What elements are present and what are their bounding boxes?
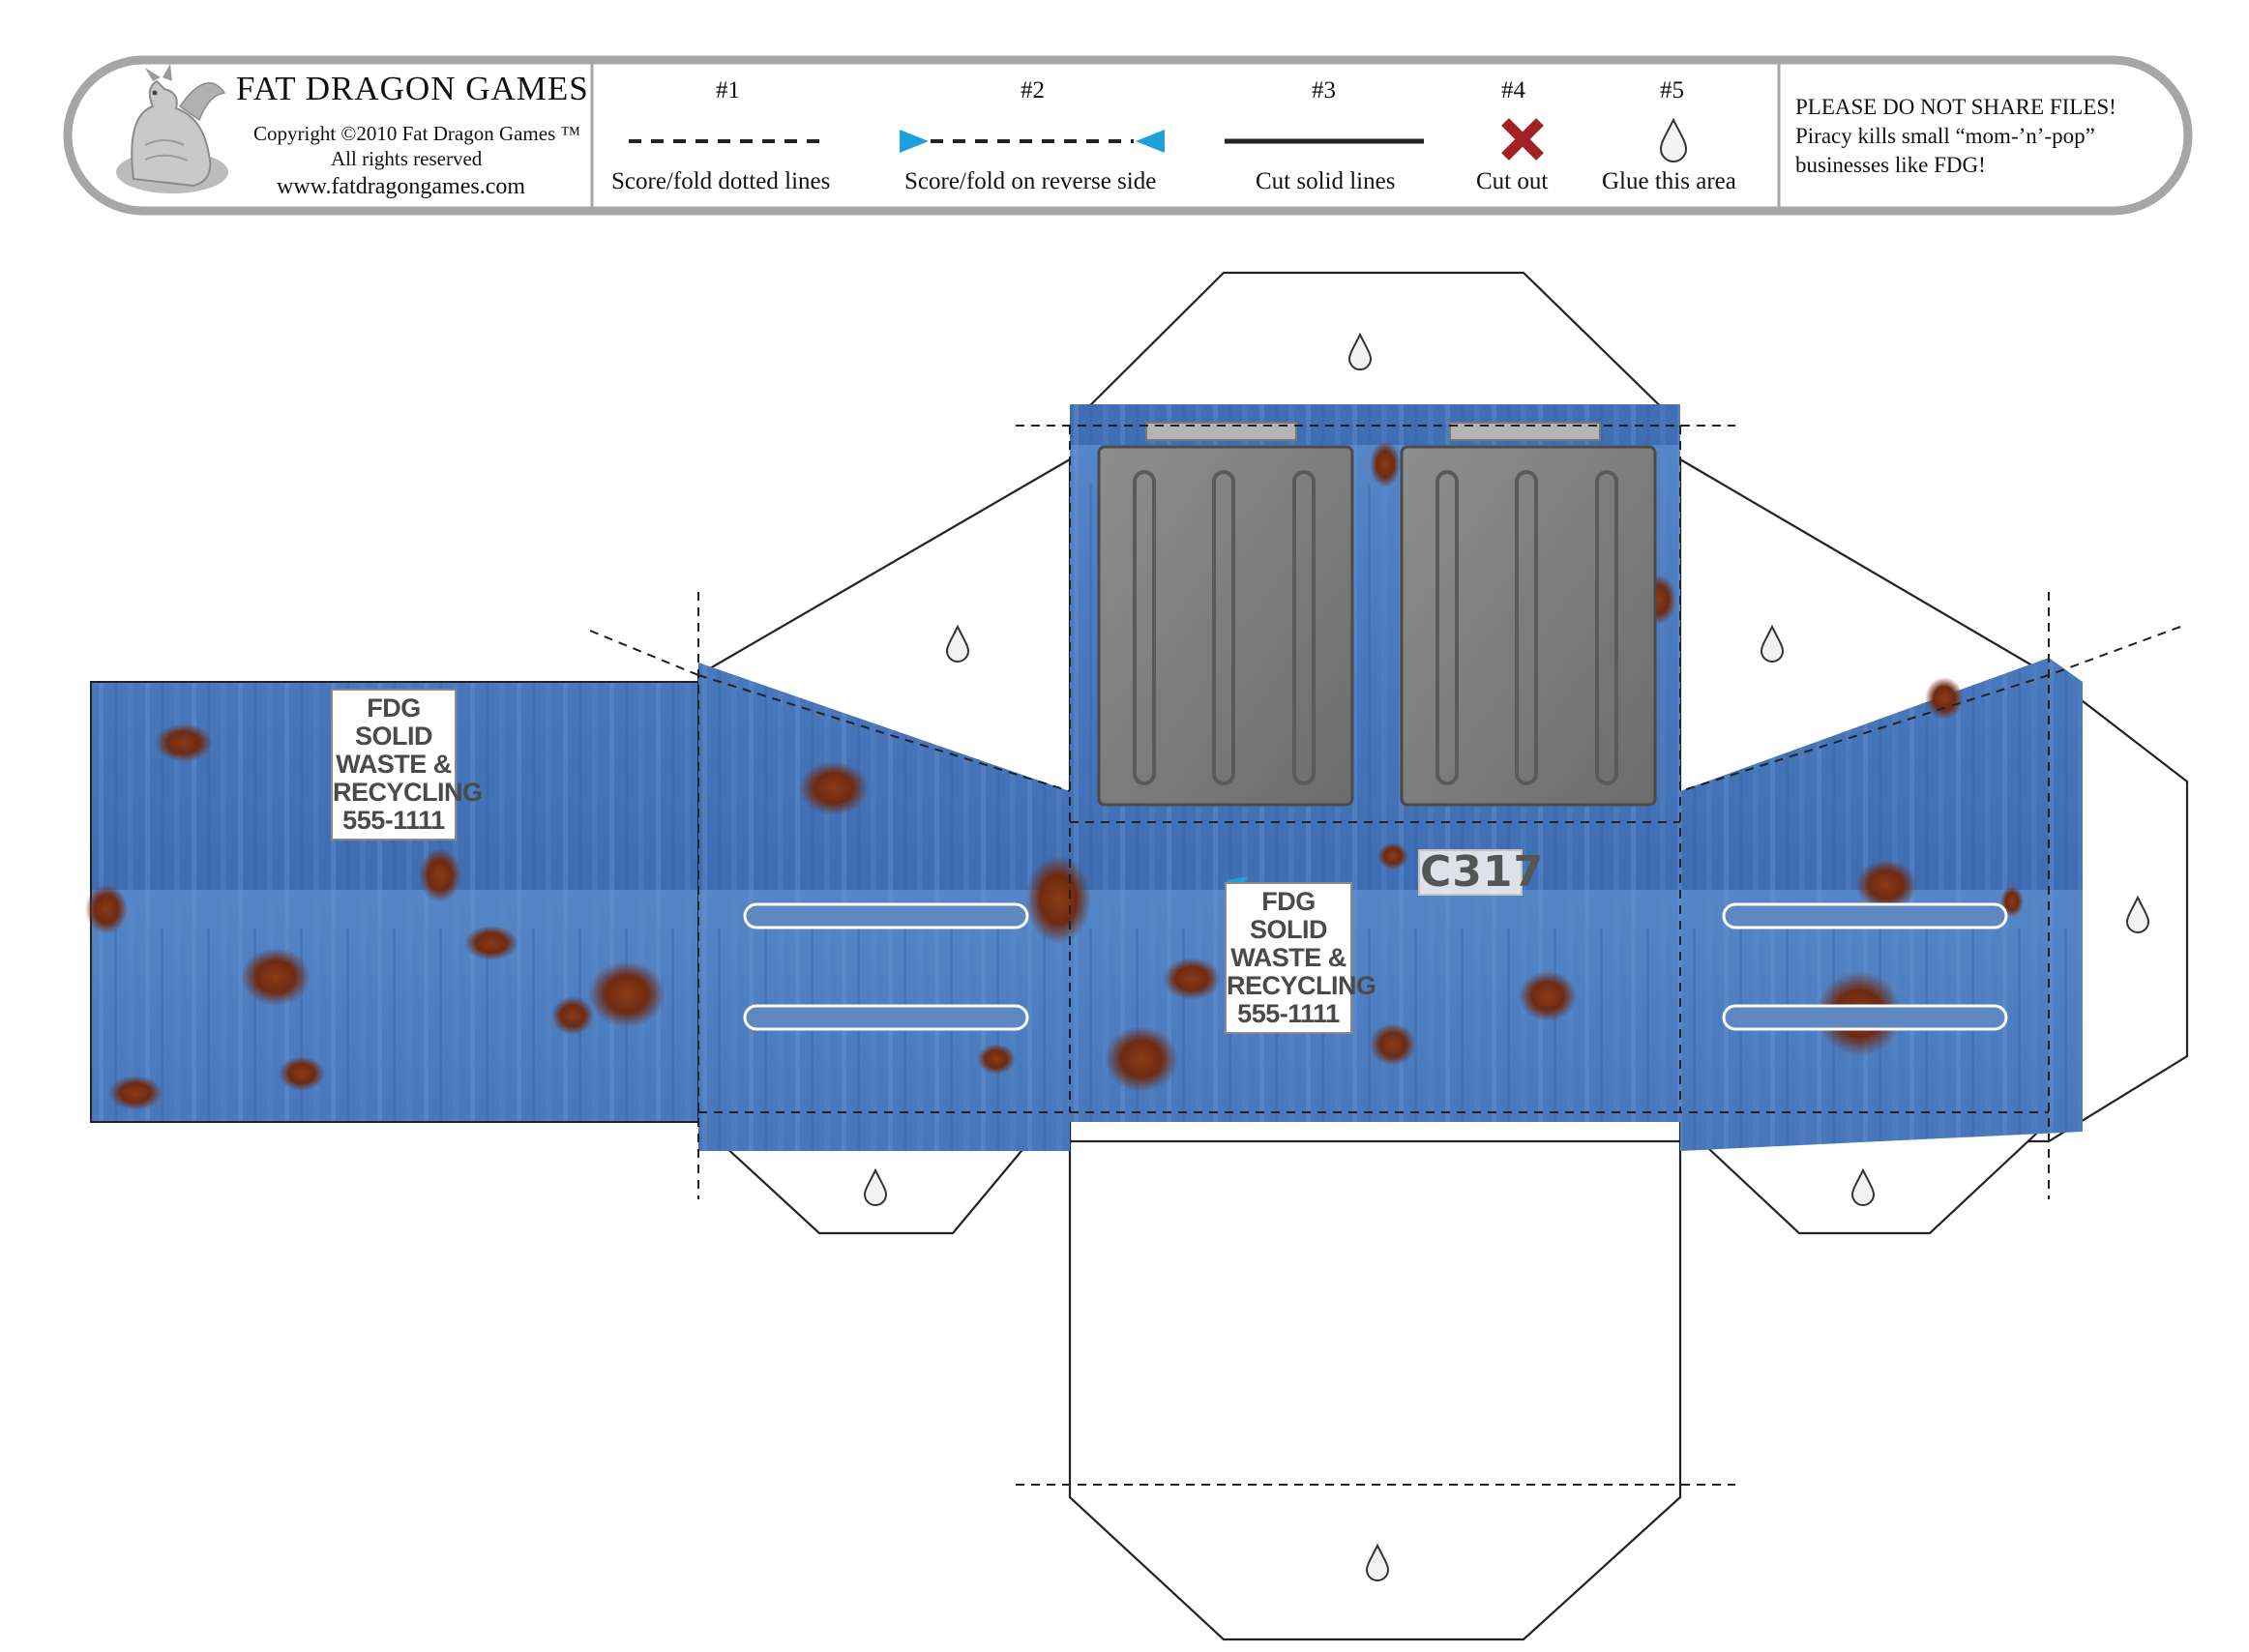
legend-5-label: Glue this area — [1602, 168, 1736, 194]
side-sign-line-3: RECYCLING — [333, 778, 483, 807]
front-sign: FDG SOLID WASTE & RECYCLING 555-1111 — [1225, 882, 1376, 1034]
legend-3-label: Cut solid lines — [1256, 168, 1396, 194]
brand-copyright: Copyright ©2010 Fat Dragon Games ™ — [253, 122, 581, 145]
side-sign-line-4: 555-1111 — [342, 806, 445, 835]
side-sign-line-1: FDG SOLID — [354, 693, 433, 751]
notice-line-3: businesses like FDG! — [1795, 153, 1986, 177]
front-sign-line-4: 555-1111 — [1237, 999, 1340, 1028]
legend-2-label: Score/fold on reverse side — [904, 168, 1157, 194]
reverse-fold-line-icon — [900, 130, 1165, 153]
legend-4-label: Cut out — [1476, 168, 1549, 194]
dragon-logo-icon — [116, 64, 228, 193]
notice-line-1: PLEASE DO NOT SHARE FILES! — [1795, 95, 2116, 119]
front-sign-line-3: RECYCLING — [1227, 971, 1376, 1000]
front-sign-line-2: WASTE & — [1230, 943, 1346, 972]
header-frame — [63, 55, 2193, 216]
brand-name: FAT DRAGON GAMES — [236, 70, 589, 107]
x-mark-icon — [1501, 118, 1544, 161]
glue-drop-icon — [1659, 117, 1688, 162]
legend-1-number: #1 — [716, 77, 740, 103]
brand-website[interactable]: www.fatdragongames.com — [277, 174, 526, 199]
front-sign-line-1: FDG SOLID — [1249, 887, 1328, 944]
rust-patches — [85, 441, 2024, 1110]
container-id: C317 — [1418, 847, 1545, 897]
fold-lines — [589, 425, 2181, 1486]
side-sign-line-2: WASTE & — [336, 750, 452, 779]
legend-3-number: #3 — [1312, 77, 1336, 103]
lid-right — [1400, 422, 1657, 807]
lid-left — [1097, 422, 1354, 807]
side-sign: FDG SOLID WASTE & RECYCLING 555-1111 — [331, 689, 483, 841]
brand-rights: All rights reserved — [331, 147, 483, 170]
legend-1-label: Score/fold dotted lines — [611, 168, 831, 194]
legend-2-number: #2 — [1021, 77, 1045, 103]
notice-line-2: Piracy kills small “mom-’n’-pop” — [1795, 124, 2095, 148]
legend-5-number: #5 — [1660, 77, 1684, 103]
legend-4-number: #4 — [1501, 77, 1525, 103]
fork-slots — [743, 902, 2008, 1031]
